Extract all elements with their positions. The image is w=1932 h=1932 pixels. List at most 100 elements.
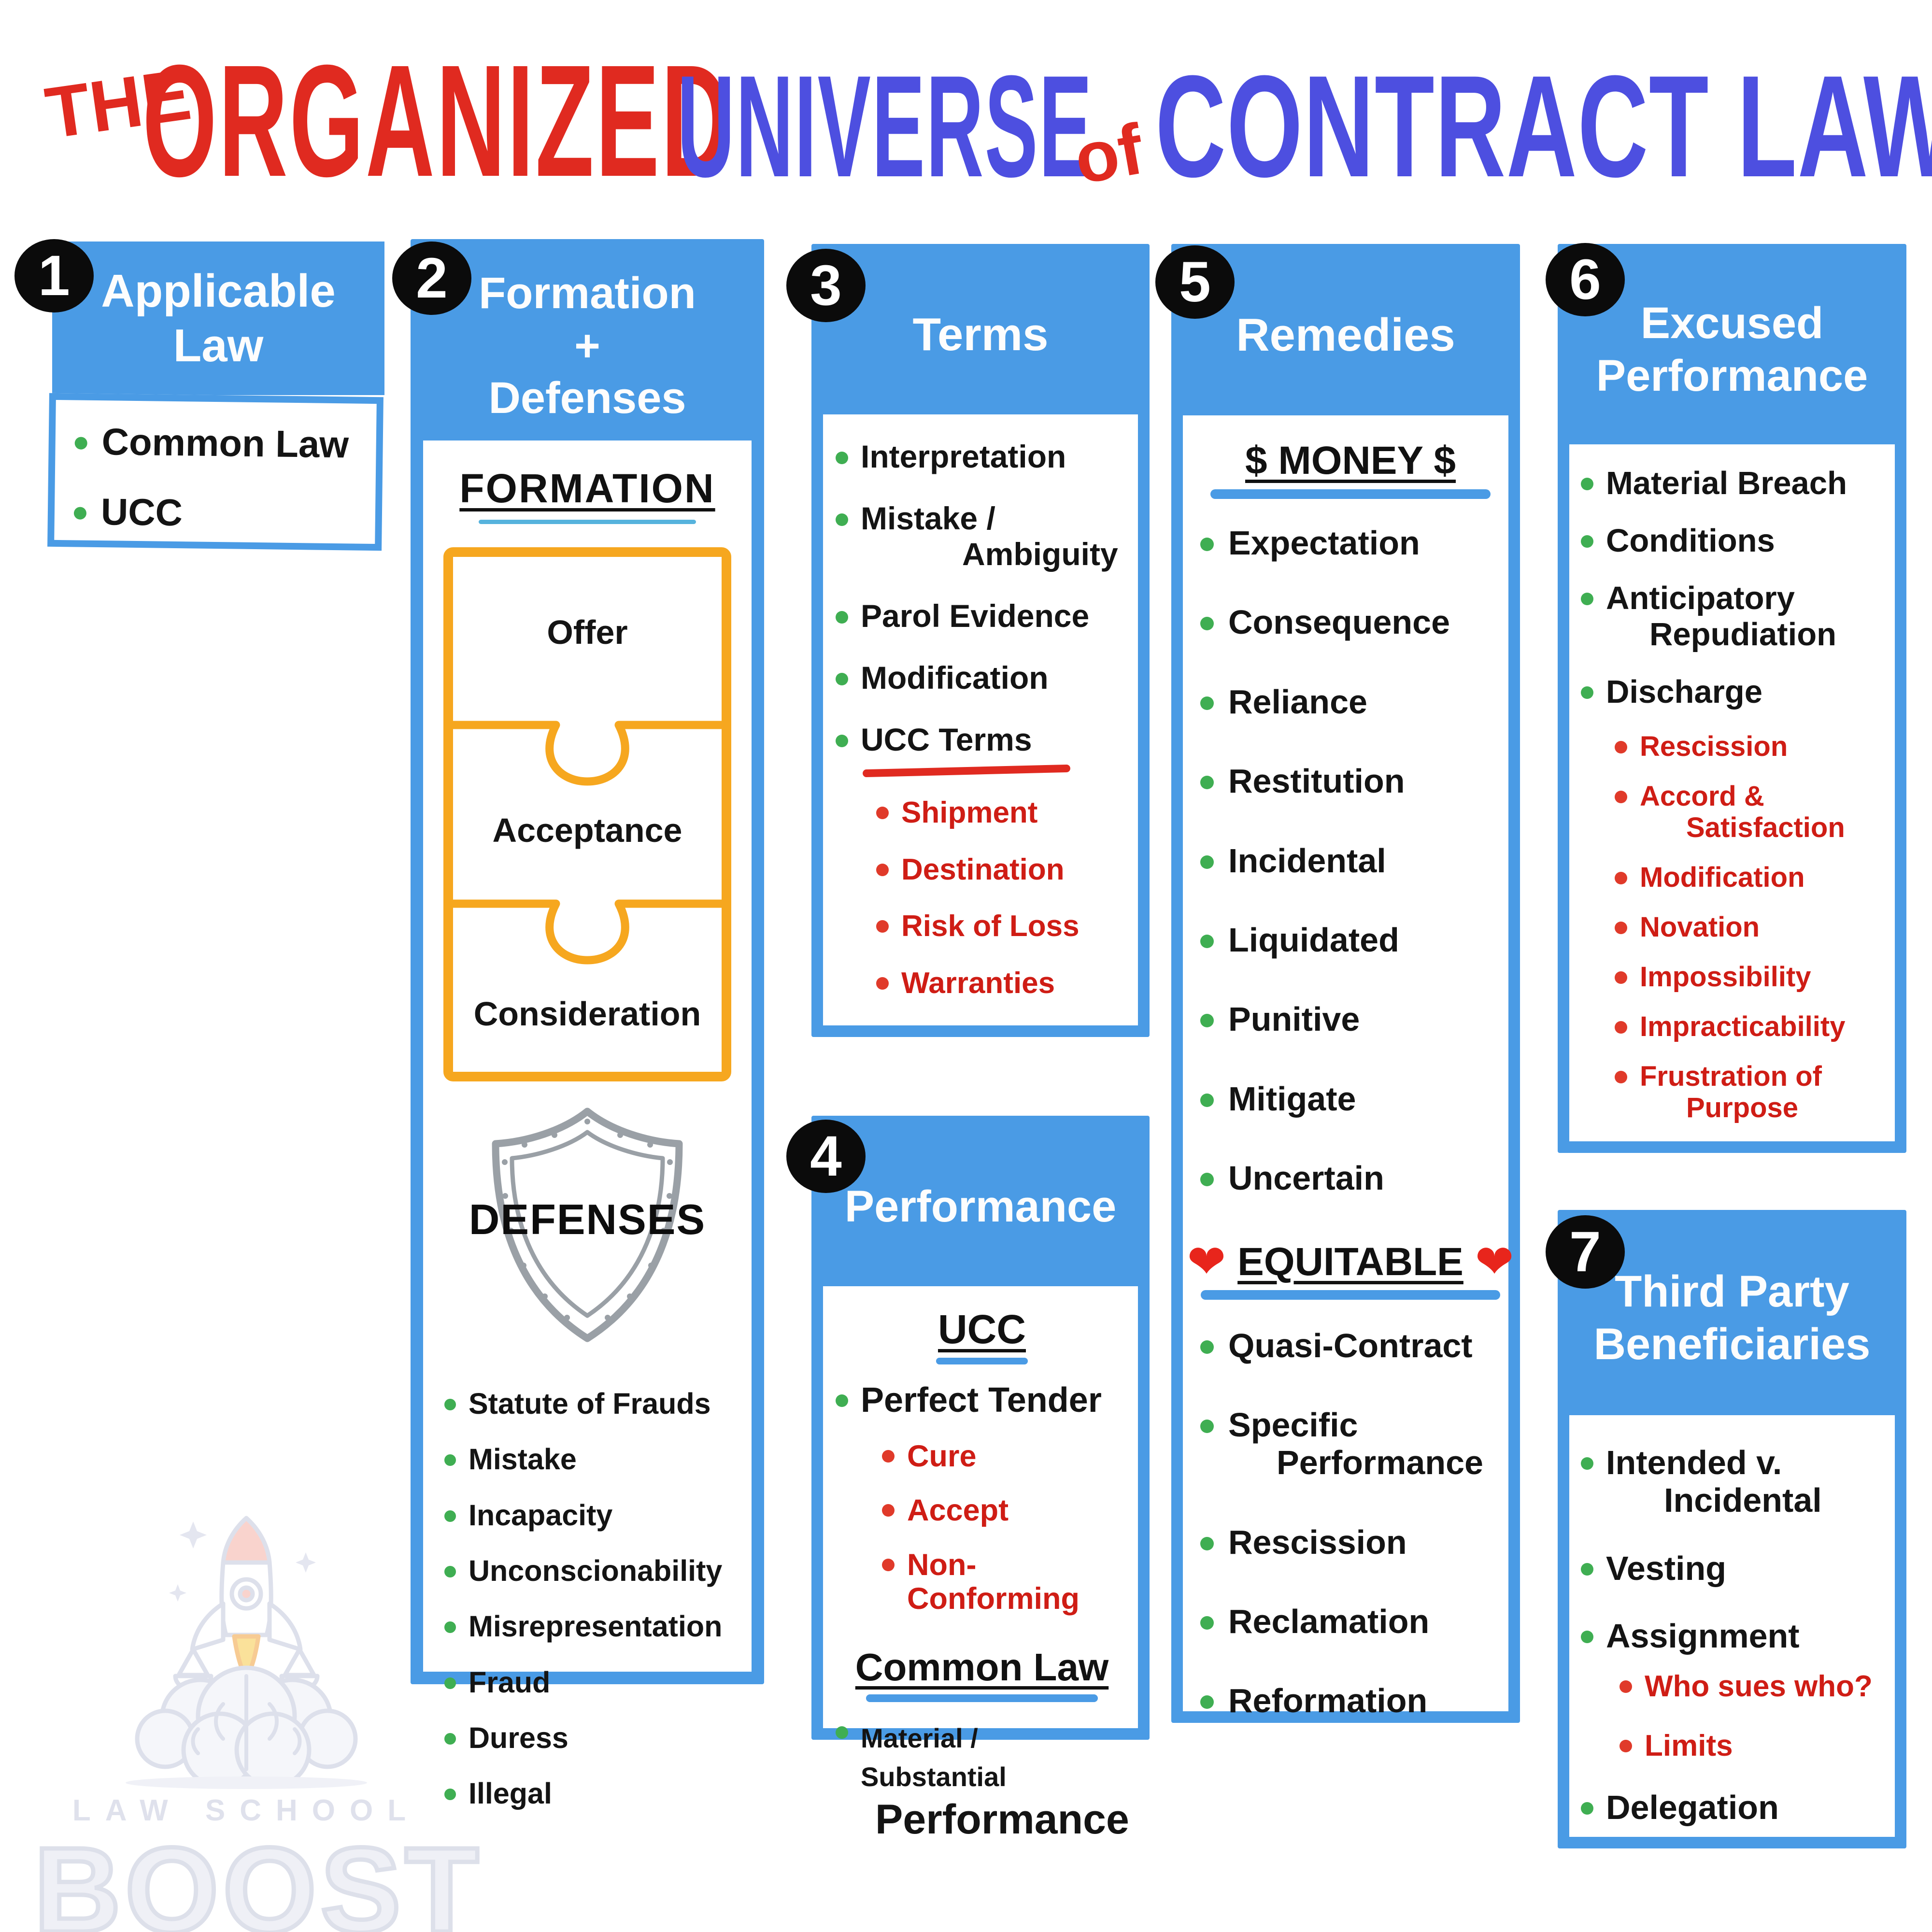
list-item: Illegal — [444, 1777, 752, 1810]
bullet-icon — [1615, 921, 1627, 934]
bullet-icon — [836, 513, 848, 526]
list-item: Mistake /Ambiguity — [836, 500, 1128, 572]
bullet-icon — [444, 1510, 456, 1522]
bullet-icon — [1581, 478, 1593, 490]
bullet-icon — [876, 977, 889, 990]
bullet-icon — [1200, 1340, 1214, 1354]
badge-7: 7 — [1546, 1215, 1625, 1289]
item-label: Assignment — [1606, 1617, 1800, 1655]
list-item: Non-Conforming — [882, 1548, 1128, 1616]
item-label: Incapacity — [469, 1498, 613, 1532]
list-item: Duress — [444, 1721, 752, 1754]
item-label: Consequence — [1228, 603, 1450, 641]
list-item: Risk of Loss — [876, 909, 1128, 943]
bullet-icon — [1581, 1457, 1593, 1470]
bullet-icon — [1581, 1631, 1593, 1644]
bullet-icon — [1200, 617, 1214, 631]
item-label: Specific — [1228, 1406, 1358, 1444]
column-title: Applicable Law — [101, 265, 336, 371]
list-item: Modification — [836, 660, 1128, 696]
badge-4: 4 — [786, 1120, 866, 1193]
item-label: Mistake — [469, 1443, 577, 1476]
formation-heading: FORMATION — [459, 466, 715, 511]
bullet-icon — [1200, 1093, 1214, 1107]
item-label: Reclamation — [1228, 1603, 1430, 1641]
list-item: Mitigate — [1200, 1080, 1501, 1118]
item-label-line2: Repudiation — [1649, 616, 1837, 653]
list-item: Misrepresentation — [444, 1610, 752, 1643]
item-label: Fraud — [469, 1665, 551, 1699]
list-item: Reliance — [1200, 683, 1501, 721]
item-label-line2: Ambiguity — [962, 536, 1118, 572]
list-item: Incidental — [1200, 842, 1501, 880]
list-item: Punitive — [1200, 1000, 1501, 1038]
list-item: Expectation — [1200, 524, 1501, 562]
bullet-icon — [1615, 1070, 1627, 1083]
item-label: Non-Conforming — [907, 1548, 1080, 1616]
underline-marker — [862, 765, 1071, 778]
rocket-brain-logo-icon — [126, 1516, 367, 1789]
item-label: Impossibility — [1640, 961, 1811, 993]
bullet-icon — [1581, 593, 1593, 606]
item-label: Delegation — [1606, 1789, 1779, 1827]
bullet-icon — [1200, 1014, 1214, 1028]
bullet-icon — [882, 1449, 895, 1463]
bullet-icon — [1615, 1021, 1627, 1034]
column-title: Terms — [912, 309, 1049, 361]
list-item: Common Law — [74, 420, 376, 466]
list-item: Quasi-Contract — [1200, 1327, 1501, 1364]
list-item: Modification — [1615, 862, 1888, 894]
list-item: Reclamation — [1200, 1603, 1501, 1640]
equitable-heading-row: ❤ EQUITABLE ❤ — [1187, 1238, 1514, 1285]
item-label: Duress — [469, 1721, 568, 1754]
item-label: Mistake / — [861, 500, 995, 536]
item-label: Interpretation — [861, 439, 1066, 474]
item-label: Shipment — [901, 796, 1038, 830]
column-title: Remedies — [1236, 309, 1455, 361]
bullet-icon — [1581, 686, 1593, 699]
column-formation-defenses-header: Formation + Defenses — [423, 251, 752, 440]
puzzle-piece-offer: Offer — [547, 613, 628, 651]
third-party-list: Intended v.Incidental Vesting Assignment… — [1569, 1415, 1895, 1827]
list-item: Who sues who? — [1619, 1670, 1888, 1703]
title-of: of — [1068, 109, 1149, 199]
item-label: Accept — [907, 1493, 1009, 1528]
bullet-icon — [882, 1558, 895, 1571]
bullet-icon — [1200, 1419, 1214, 1433]
list-item: Vesting — [1581, 1549, 1888, 1587]
equitable-heading: EQUITABLE — [1237, 1239, 1463, 1284]
item-label: Statute of Frauds — [469, 1387, 711, 1420]
bullet-icon — [876, 807, 889, 820]
list-item: Liquidated — [1200, 921, 1501, 959]
header-line: Defenses — [488, 373, 686, 423]
column-terms: Terms Interpretation Mistake /Ambiguity … — [811, 244, 1150, 1037]
list-item: Assignment — [1581, 1617, 1888, 1655]
bullet-icon — [876, 863, 889, 876]
item-label: Discharge — [1606, 674, 1762, 710]
list-item: Material Breach — [1581, 465, 1888, 501]
bullet-icon — [1619, 1740, 1632, 1752]
badge-1: 1 — [14, 239, 94, 313]
list-item: Conditions — [1581, 523, 1888, 559]
bullet-icon — [1615, 971, 1627, 984]
list-item: Unconscionability — [444, 1554, 752, 1587]
shield-icon — [492, 1108, 683, 1342]
list-item: Impossibility — [1615, 961, 1888, 993]
item-label: Modification — [861, 659, 1049, 696]
list-item: Cure — [882, 1439, 1128, 1474]
underline-marker — [936, 1358, 1028, 1364]
item-label: Impracticability — [1640, 1010, 1846, 1042]
underline-marker — [866, 1694, 1098, 1702]
list-item: Incapacity — [444, 1499, 752, 1532]
list-item: Novation — [1615, 911, 1888, 943]
header-line: Formation — [479, 269, 696, 318]
list-item: Interpretation — [836, 439, 1128, 475]
column-excused-performance-header: Excused Performance — [1569, 255, 1895, 444]
bullet-icon — [73, 507, 87, 520]
item-label: Material Breach — [1606, 465, 1847, 501]
heart-icon: ❤ — [1475, 1236, 1514, 1288]
column-performance: Performance UCC Perfect Tender Cure Acce… — [811, 1116, 1150, 1843]
item-label: UCC — [100, 490, 183, 534]
bullet-icon — [836, 611, 848, 624]
